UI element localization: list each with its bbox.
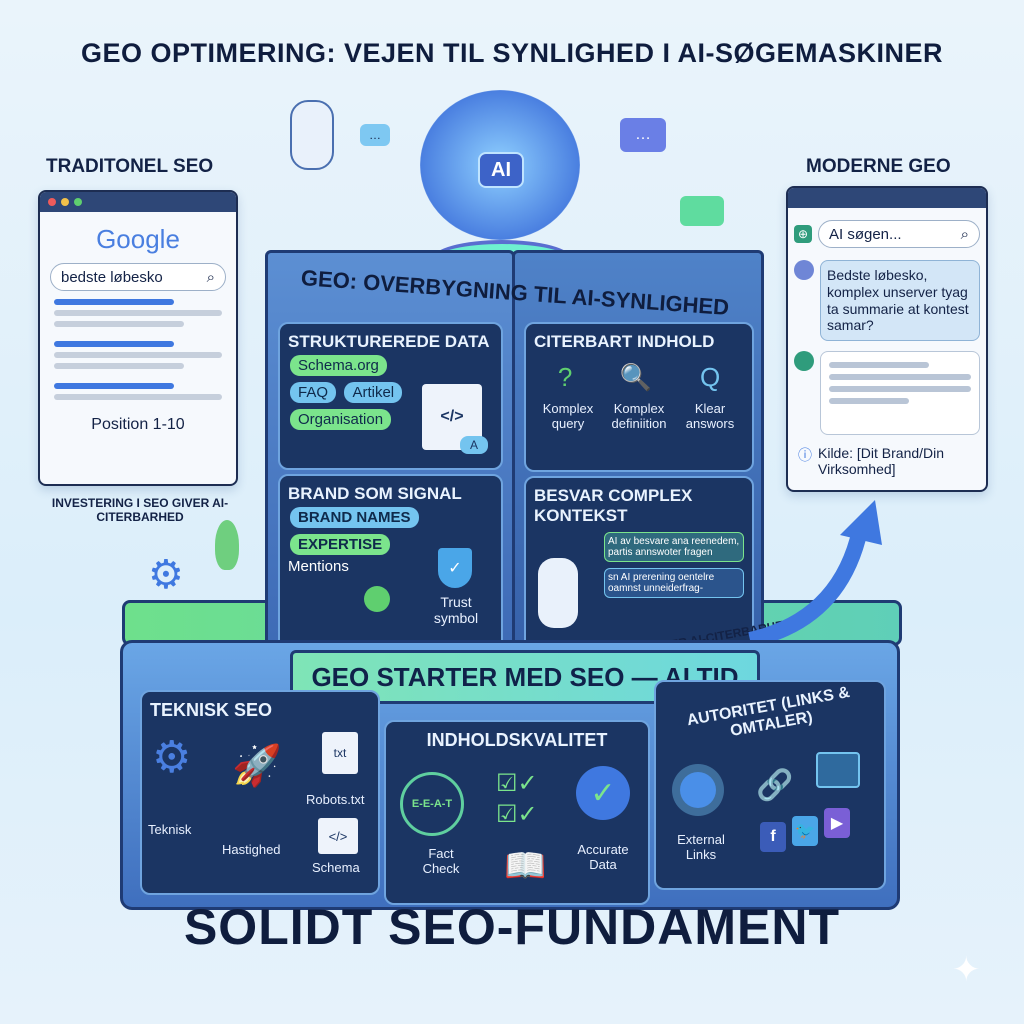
content-quality-panel: INDHOLDSKVALITET E-E-A-T ☑✓☑✓ ✓ 📖 Fact C… bbox=[384, 720, 650, 905]
magnifier-question-icon: 🔍 bbox=[619, 362, 653, 392]
search-icon: ⌕ bbox=[960, 225, 969, 243]
network-icon bbox=[680, 772, 716, 808]
authority-panel: AUTORITET (LINKS & OMTALER) 🔗 f 🐦 ▶ Exte… bbox=[654, 680, 886, 890]
teknisk-label: Teknisk bbox=[148, 822, 192, 837]
globe-icon: ⊕ bbox=[794, 225, 812, 243]
checklist-icon: ☑✓☑✓ bbox=[496, 770, 538, 829]
ai-answer-bubble-1: AI av besvare ana reenedem, partis annsw… bbox=[604, 532, 744, 562]
authority-title: AUTORITET (LINKS & OMTALER) bbox=[685, 683, 852, 740]
image-icon bbox=[816, 752, 860, 788]
klear-answers-label: Klear answors bbox=[685, 401, 735, 431]
tag-expertise: EXPERTISE bbox=[290, 534, 391, 555]
tag-brand-names: BRAND NAMES bbox=[290, 507, 419, 528]
komplex-definition-label: Komplex definiition bbox=[611, 401, 667, 431]
source-citation: Kilde: [Dit Brand/Din Virksomhed] bbox=[818, 445, 945, 478]
sparkle-icon: ✦ bbox=[952, 951, 981, 989]
foundation-footer-title: SOLIDT SEO-FUNDAMENT bbox=[183, 899, 841, 955]
robot-icon bbox=[290, 100, 334, 170]
complex-context-panel: BESVAR COMPLEX KONTEKST AI av besvare an… bbox=[524, 476, 754, 652]
a-tag-icon: A bbox=[460, 436, 488, 454]
ai-answer-bubble-2: sn AI prerening oentelre oamnst unneider… bbox=[604, 568, 744, 598]
technical-seo-title: TEKNISK SEO bbox=[150, 700, 273, 720]
gears-icon: ⚙ bbox=[152, 733, 192, 782]
position-label: Position 1-10 bbox=[91, 416, 185, 433]
ai-avatar bbox=[794, 351, 814, 372]
ai-answer-bubble bbox=[820, 351, 980, 436]
external-links-label: External Links bbox=[677, 832, 725, 862]
schema-label: Schema bbox=[312, 860, 360, 875]
growth-arrow-icon bbox=[748, 500, 882, 648]
tag-schema-org: Schema.org bbox=[290, 355, 387, 376]
geo-starts-with-seo-banner: GEO STARTER MED SEO — ALTID bbox=[290, 650, 760, 704]
hastighed-label: Hastighed bbox=[222, 842, 281, 857]
accurate-data-label: Accurate Data bbox=[577, 842, 629, 872]
open-book-icon: 📖 bbox=[504, 847, 547, 885]
tag-faq: FAQ bbox=[290, 382, 337, 403]
brand-signal-title: BRAND SOM SIGNAL bbox=[288, 484, 462, 503]
komplex-query-label: Komplex query bbox=[542, 401, 594, 431]
award-ribbon-icon bbox=[364, 586, 390, 612]
content-quality-title: INDHOLDSKVALITET bbox=[426, 730, 608, 750]
tag-organisation: Organisation bbox=[290, 409, 392, 430]
facebook-icon[interactable]: f bbox=[760, 822, 786, 852]
brand-signal-panel: BRAND SOM SIGNAL BRAND NAMES EXPERTISE M… bbox=[278, 474, 503, 652]
search-query: bedste løbesko bbox=[61, 268, 163, 286]
schema-code-icon: </> bbox=[318, 818, 358, 854]
citable-content-title: CITERBART INDHOLD bbox=[534, 332, 715, 351]
rocket-icon: 🚀 bbox=[232, 744, 282, 788]
qa-bubble-icon: Q bbox=[699, 362, 721, 392]
tag-artikel: Artikel bbox=[344, 382, 403, 403]
seo-caption: INVESTERING I SEO GIVER AI-CITERBARHED bbox=[51, 496, 229, 524]
tree-icon bbox=[215, 520, 239, 570]
complex-context-title: BESVAR COMPLEX KONTEKST bbox=[534, 486, 693, 525]
ai-search-text: AI søgen... bbox=[829, 225, 902, 243]
question-bubble-icon: ? bbox=[557, 362, 573, 392]
check-circle-icon: ✓ bbox=[576, 766, 630, 820]
page-title: GEO OPTIMERING: VEJEN TIL SYNLIGHED I AI… bbox=[80, 38, 944, 68]
google-browser-window: Google bedste løbesko ⌕ Position 1-10 bbox=[38, 190, 238, 486]
ai-chat-window: ⊕ AI søgen... ⌕ Bedste løbesko, komplex u… bbox=[786, 186, 988, 492]
chat-bubble-icon: … bbox=[360, 124, 390, 146]
technical-seo-panel: TEKNISK SEO ⚙ 🚀 txt </> Teknisk Hastighe… bbox=[140, 690, 380, 895]
link-chain-icon: 🔗 bbox=[756, 769, 794, 802]
search-icon: ⌕ bbox=[206, 268, 215, 286]
info-icon: ⓘ bbox=[798, 447, 812, 464]
shield-check-icon: ✓ bbox=[438, 548, 472, 588]
mentions-label: Mentions bbox=[288, 558, 349, 575]
robot-icon bbox=[538, 558, 578, 628]
fact-check-label: Fact Check bbox=[422, 846, 460, 876]
message-icon bbox=[680, 196, 724, 226]
trust-symbol-label: Trust symbol bbox=[433, 594, 479, 626]
google-search-input[interactable]: bedste løbesko ⌕ bbox=[50, 263, 226, 291]
video-play-icon[interactable]: ▶ bbox=[824, 808, 850, 838]
gear-icon: ⚙ bbox=[148, 553, 184, 597]
citable-content-panel: CITERBART INDHOLD ? 🔍 Q Komplex query Ko… bbox=[524, 322, 754, 472]
traditional-seo-heading: TRADITONEL SEO bbox=[46, 156, 214, 177]
chat-bubble-icon: … bbox=[620, 118, 666, 152]
modern-geo-heading: MODERNE GEO bbox=[806, 156, 951, 177]
robots-txt-label: Robots.txt bbox=[306, 792, 365, 807]
ai-search-input[interactable]: AI søgen... ⌕ bbox=[818, 220, 980, 248]
twitter-icon[interactable]: 🐦 bbox=[792, 816, 818, 846]
google-logo: Google bbox=[96, 224, 180, 254]
ai-badge: AI bbox=[478, 152, 524, 188]
user-avatar bbox=[794, 260, 814, 280]
structured-data-title: STRUKTUREREDE DATA bbox=[288, 332, 490, 351]
user-question-bubble: Bedste løbesko, komplex unserver tyag ta… bbox=[820, 260, 980, 342]
eeat-seal-icon: E-E-A-T bbox=[400, 772, 464, 836]
structured-data-panel: STRUKTUREREDE DATA Schema.org FAQ Artike… bbox=[278, 322, 503, 470]
txt-file-icon: txt bbox=[322, 732, 358, 774]
